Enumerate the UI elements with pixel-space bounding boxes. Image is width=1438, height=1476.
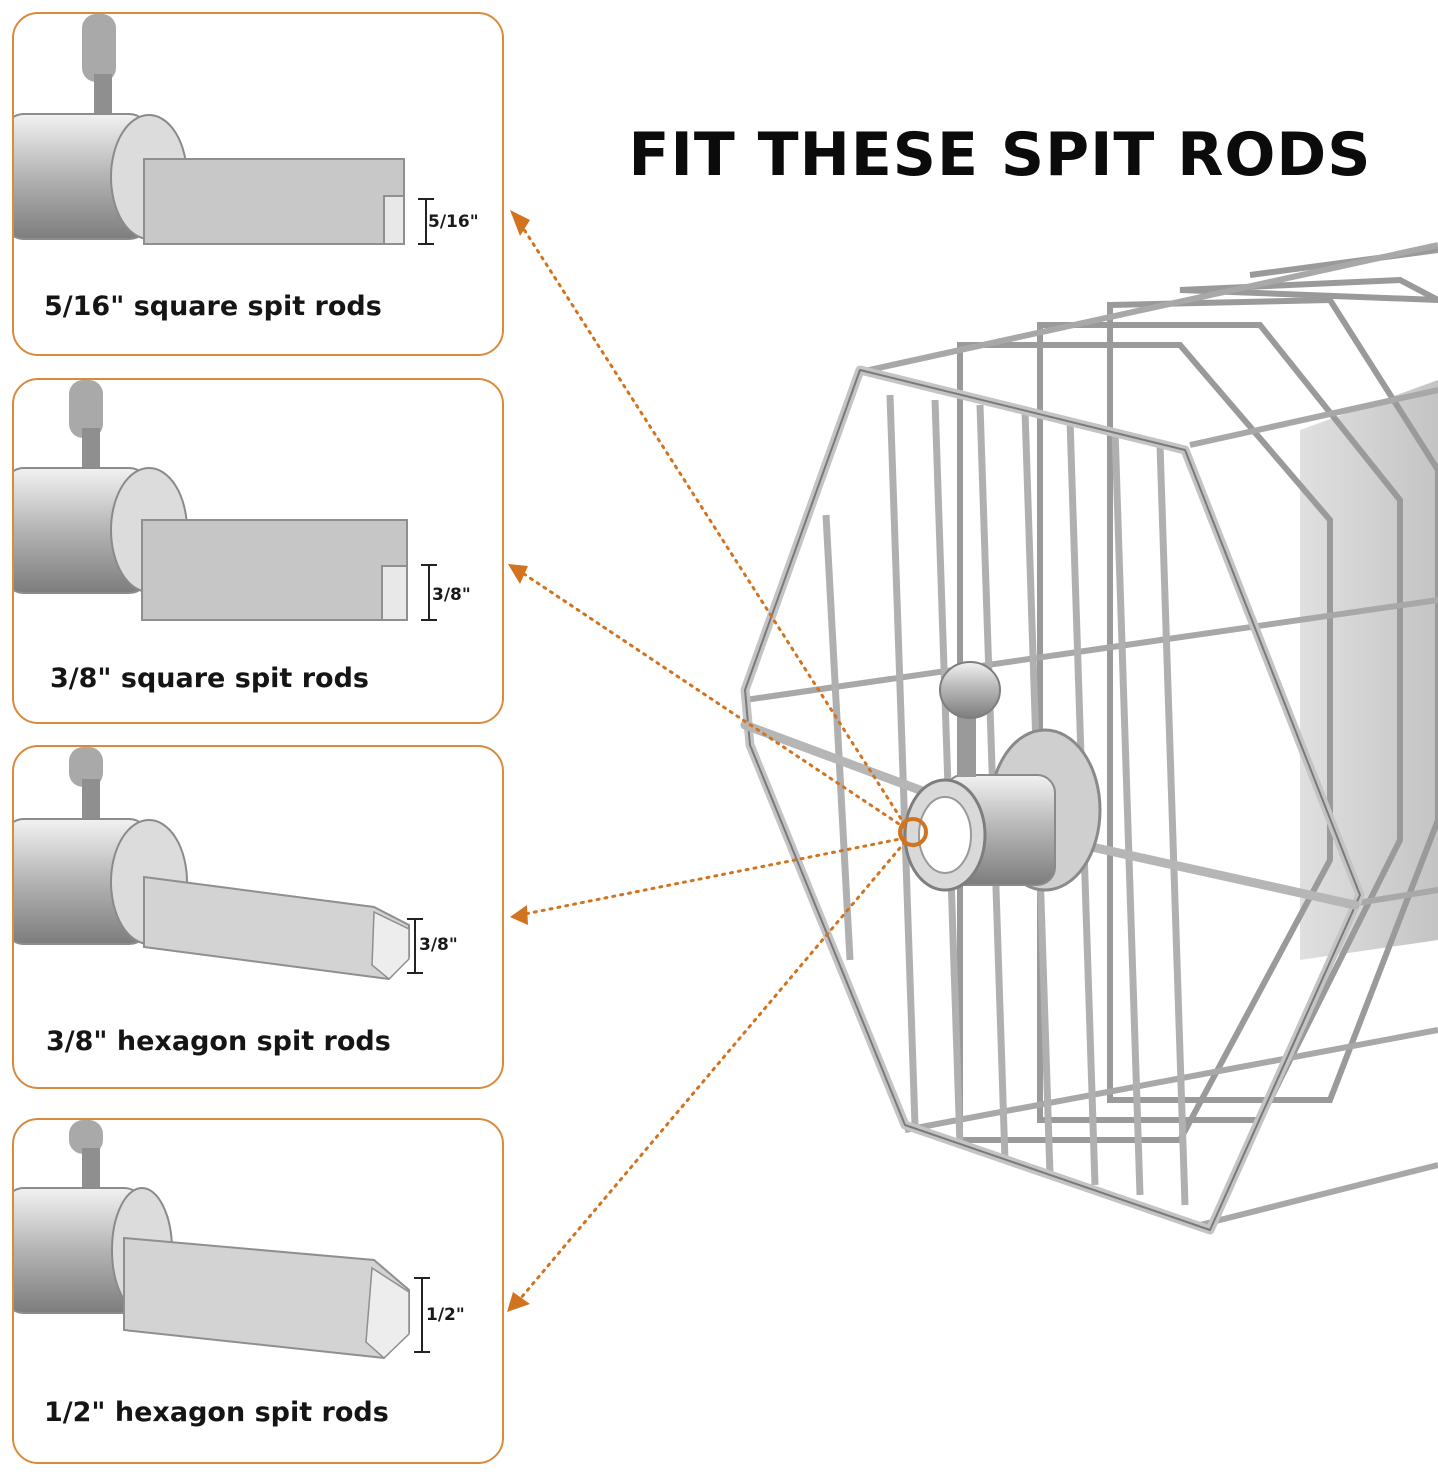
connector-arrowheads	[507, 210, 530, 1312]
connector-lines	[513, 218, 907, 1307]
rod-size-label: 3/8"	[432, 585, 471, 605]
hexagon-rod-illustration	[14, 1120, 430, 1360]
card-caption: 5/16" square spit rods	[44, 291, 382, 322]
card-caption: 1/2" hexagon spit rods	[44, 1397, 389, 1428]
card-caption: 3/8" hexagon spit rods	[46, 1026, 391, 1057]
card-5-16-square: 5/16" 5/16" square spit rods	[12, 12, 504, 356]
rod-size-label: 3/8"	[419, 935, 458, 955]
rod-size-label: 1/2"	[426, 1305, 465, 1325]
card-3-8-hexagon: 3/8" 3/8" hexagon spit rods	[12, 745, 504, 1089]
hexagon-rod-illustration	[14, 747, 423, 981]
basket-hub	[903, 661, 1102, 892]
basket-back-panel	[1300, 380, 1438, 960]
card-caption: 3/8" square spit rods	[50, 663, 369, 694]
card-3-8-square: 3/8" 3/8" square spit rods	[12, 378, 504, 724]
basket-rails	[744, 242, 1438, 1228]
card-1-2-hexagon: 1/2" 1/2" hexagon spit rods	[12, 1118, 504, 1464]
rod-size-label: 5/16"	[428, 212, 479, 232]
square-rod-illustration	[14, 14, 434, 245]
hub-highlight-circle	[898, 817, 928, 847]
headline: FIT THESE SPIT RODS	[628, 120, 1372, 190]
square-rod-illustration	[14, 380, 437, 621]
